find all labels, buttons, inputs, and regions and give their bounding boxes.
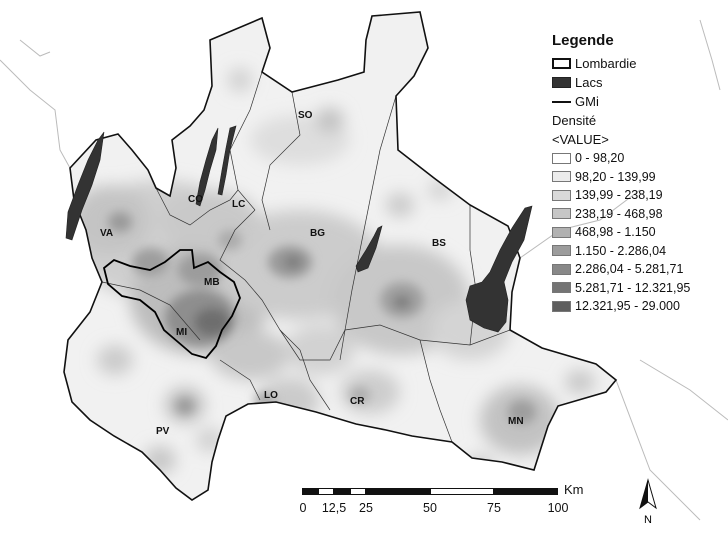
- scale-segment: [302, 488, 318, 495]
- density-class-swatch: [552, 263, 571, 275]
- density-class-swatch: [552, 226, 571, 238]
- province-label-cr: CR: [350, 396, 365, 407]
- scale-segment: [318, 488, 334, 495]
- legend-item-lakes: Lacs: [552, 73, 722, 92]
- legend-lakes-label: Lacs: [575, 75, 603, 90]
- density-class-label: 238,19 - 468,98: [575, 206, 663, 221]
- density-class-swatch: [552, 152, 571, 164]
- province-label-mn: MN: [508, 416, 524, 427]
- density-class-item: 5.281,71 - 12.321,95: [552, 279, 722, 298]
- density-class-list: 0 - 98,20 98,20 - 139,99 139,99 - 238,19 23…: [552, 149, 722, 316]
- density-class-label: 0 - 98,20: [575, 151, 625, 166]
- neighbour-boundaries: [0, 19, 728, 521]
- province-labels: SO CO LC VA BG BS MB MI LO CR PV MN: [100, 110, 524, 437]
- legend-item-region: Lombardie: [552, 54, 722, 73]
- density-class-label: 5.281,71 - 12.321,95: [575, 280, 691, 295]
- scale-tick-label: 0: [299, 501, 307, 515]
- density-class-swatch: [552, 208, 571, 220]
- lakes-layer: [65, 125, 533, 333]
- scale-segment: [366, 488, 430, 495]
- region-swatch: [552, 58, 571, 69]
- gmi-boundary: [102, 249, 241, 360]
- lake-como: [195, 127, 219, 207]
- lakes-swatch: [552, 77, 571, 88]
- density-class-item: 98,20 - 139,99: [552, 168, 722, 187]
- density-class-swatch: [552, 300, 571, 312]
- north-label: N: [644, 514, 652, 526]
- province-label-lc: LC: [232, 199, 245, 210]
- legend-item-boundary: GMi: [552, 92, 722, 111]
- province-label-mi: MI: [176, 327, 187, 338]
- density-class-swatch: [552, 282, 571, 294]
- province-label-va: VA: [100, 228, 113, 239]
- density-class-item: 238,19 - 468,98: [552, 205, 722, 224]
- province-label-pv: PV: [156, 426, 170, 437]
- scale-segment: [350, 488, 366, 495]
- density-class-item: 1.150 - 2.286,04: [552, 242, 722, 261]
- density-class-label: 12.321,95 - 29.000: [575, 299, 680, 314]
- density-class-label: 468,98 - 1.150: [575, 225, 656, 240]
- density-class-label: 1.150 - 2.286,04: [575, 243, 667, 258]
- province-label-mb: MB: [204, 277, 220, 288]
- scale-tick-label: 12,5: [321, 501, 347, 515]
- province-label-bg: BG: [310, 228, 325, 239]
- province-label-co: CO: [188, 194, 203, 205]
- density-class-label: 139,99 - 238,19: [575, 188, 663, 203]
- province-label-bs: BS: [432, 238, 446, 249]
- density-class-item: 2.286,04 - 5.281,71: [552, 260, 722, 279]
- scale-tick-label: 25: [359, 501, 373, 515]
- lake-iseo: [355, 225, 383, 273]
- scale-segment: [334, 488, 350, 495]
- density-class-label: 2.286,04 - 5.281,71: [575, 262, 684, 277]
- province-label-so: SO: [298, 110, 313, 121]
- legend-boundary-label: GMi: [575, 94, 599, 109]
- legend-value-label: <VALUE>: [552, 132, 609, 147]
- density-class-item: 0 - 98,20: [552, 149, 722, 168]
- province-label-lo: LO: [264, 390, 278, 401]
- legend-density-title: Densité: [552, 113, 597, 128]
- scale-tick-label: 75: [487, 501, 501, 515]
- scale-unit-label: Km: [564, 482, 584, 497]
- scale-tick-label: 50: [423, 501, 437, 515]
- scale-segment: [494, 488, 558, 495]
- legend-title: Legende: [552, 32, 614, 49]
- density-class-item: 12.321,95 - 29.000: [552, 297, 722, 316]
- north-arrow-icon: N: [639, 478, 657, 526]
- scale-segment: [430, 488, 494, 495]
- density-class-swatch: [552, 189, 571, 201]
- lombardy-outline: [63, 11, 618, 501]
- density-class-swatch: [552, 171, 571, 183]
- density-class-item: 468,98 - 1.150: [552, 223, 722, 242]
- legend-region-label: Lombardie: [575, 56, 637, 71]
- lake-maggiore: [65, 131, 105, 241]
- scale-bar: Km 0 12,5 25 50 75 100: [299, 482, 602, 522]
- density-class-label: 98,20 - 139,99: [575, 169, 656, 184]
- scale-tick-label: 100: [547, 501, 569, 515]
- lake-garda: [465, 205, 533, 333]
- lake-lecco: [217, 125, 237, 196]
- density-class-swatch: [552, 245, 571, 257]
- boundary-line-swatch: [552, 100, 571, 103]
- map-legend: Legende Lombardie Lacs GMi Densité <VALU…: [552, 32, 722, 316]
- density-class-item: 139,99 - 238,19: [552, 186, 722, 205]
